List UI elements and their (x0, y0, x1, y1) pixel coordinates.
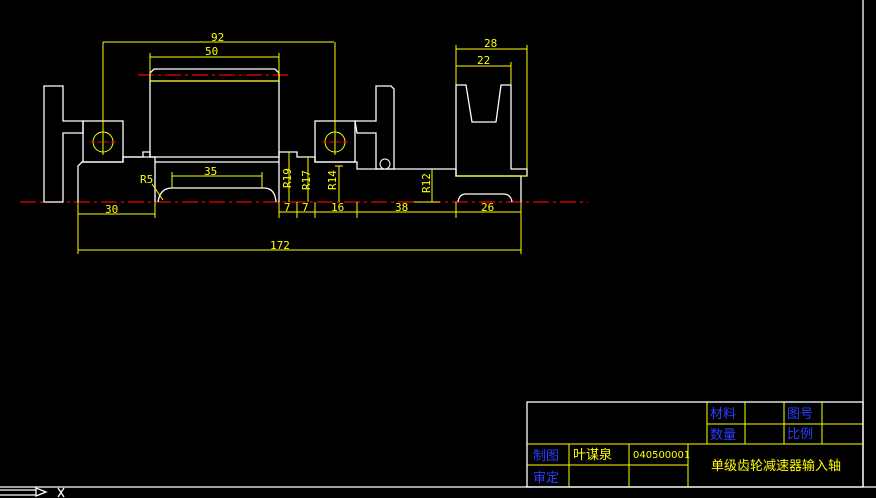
dim-92: 92 (211, 31, 224, 44)
left-bearing-cover (43, 85, 84, 203)
part-title: 单级齿轮减速器输入轴 (711, 458, 841, 474)
pulley (455, 84, 528, 177)
title-block: 材料 图号 数量 比例 制图 叶谋泉 040500001 审定 单级齿轮减速器输… (526, 401, 864, 488)
dim-35: 35 (204, 165, 217, 178)
dim-7b: 7 (302, 201, 309, 214)
left-bearing (82, 42, 124, 163)
dim-22: 22 (477, 54, 490, 67)
dim-28: 28 (484, 37, 497, 50)
dim-r5: R5 (140, 173, 153, 186)
close-x-icon[interactable] (57, 487, 65, 498)
gear (149, 68, 280, 158)
student-id: 040500001 (633, 450, 690, 461)
dim-7a: 7 (284, 201, 291, 214)
drawn-by-name: 叶谋泉 (573, 447, 612, 463)
dim-r12: R12 (420, 173, 433, 193)
dimension-lines (77, 41, 528, 254)
dim-38: 38 (395, 201, 408, 214)
right-bearing (314, 42, 356, 163)
dim-r17: R17 (300, 170, 313, 190)
command-line-arrow-icon[interactable] (0, 487, 48, 497)
dim-50: 50 (205, 45, 218, 58)
scale-label: 比例 (787, 427, 813, 442)
dim-16: 16 (331, 201, 344, 214)
dim-26: 26 (481, 201, 494, 214)
approved-label: 审定 (533, 471, 559, 486)
drawn-by-label: 制图 (533, 449, 559, 464)
dim-r19: R19 (281, 168, 294, 188)
quantity-label: 数量 (710, 428, 736, 443)
dim-172: 172 (270, 239, 290, 252)
material-label: 材料 (710, 407, 736, 422)
drawing-number-label: 图号 (787, 407, 813, 422)
dim-r14: R14 (326, 170, 339, 190)
right-bearing-cover (354, 85, 395, 170)
dim-30: 30 (105, 203, 118, 216)
